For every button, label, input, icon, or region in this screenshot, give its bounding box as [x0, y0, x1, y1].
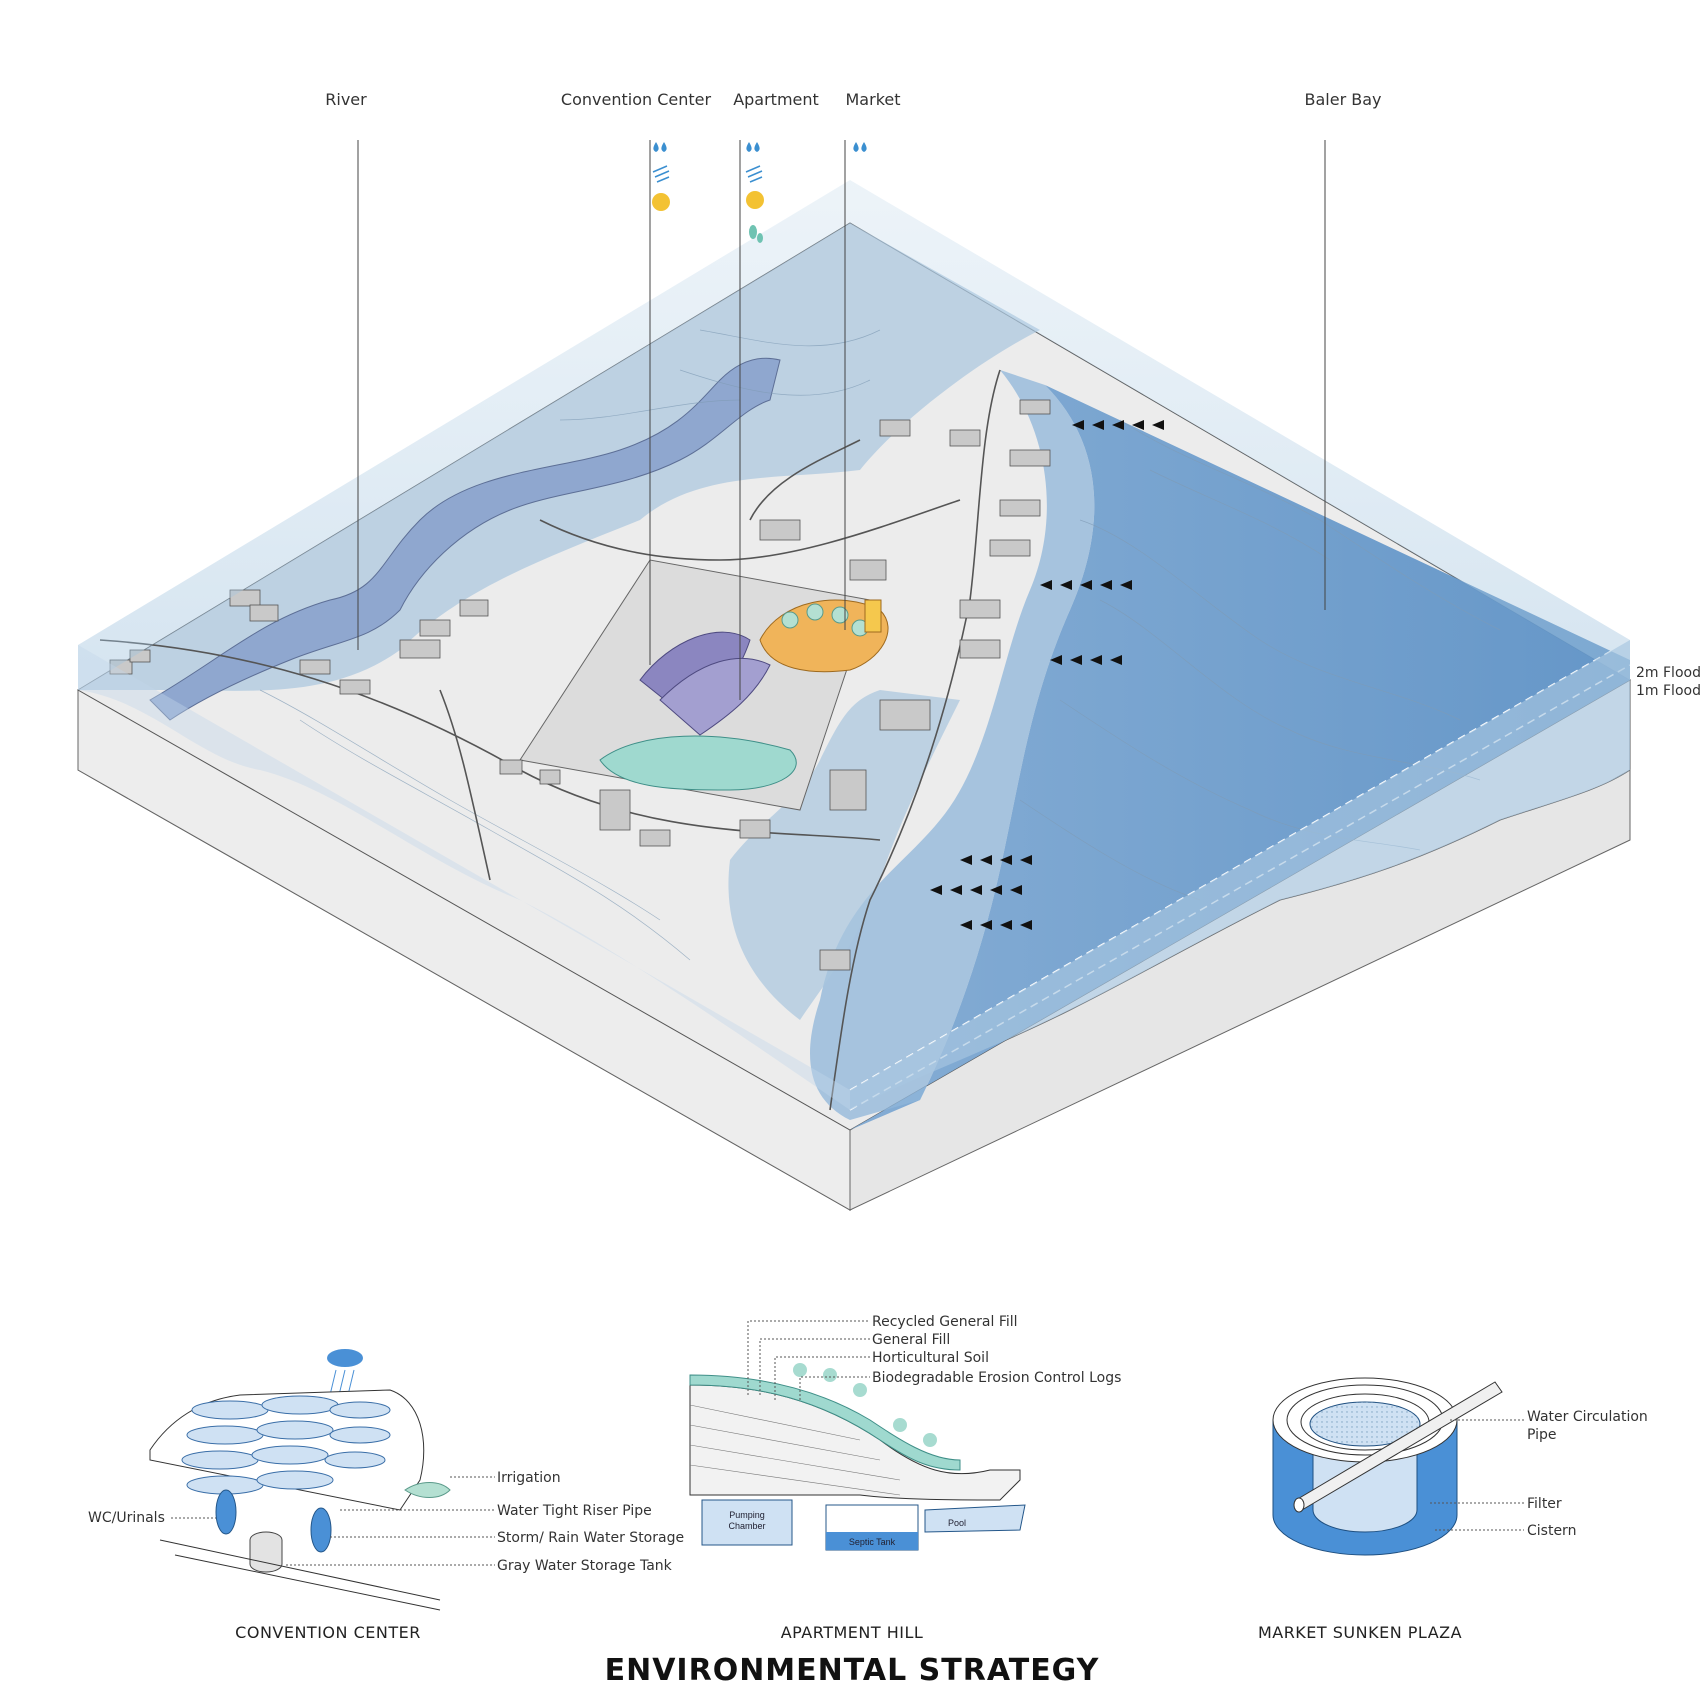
- cloud-icon: [327, 1349, 363, 1367]
- pool: [924, 1504, 1026, 1533]
- strategy-icons: [652, 142, 867, 243]
- top-labels: River Convention Center Apartment Market…: [325, 90, 1381, 700]
- baler-bay-water: [850, 385, 1630, 1130]
- callout-riser-pipe: Water Tight Riser Pipe: [497, 1503, 652, 1519]
- caption-market-sunken-plaza: MARKET SUNKEN PLAZA: [1258, 1623, 1462, 1642]
- hill-section: [689, 1384, 1021, 1501]
- callout-storm-water: Storm/ Rain Water Storage: [497, 1530, 684, 1546]
- flood-overlay-upper: [78, 223, 1040, 691]
- caption-apartment-hill: APARTMENT HILL: [781, 1623, 924, 1642]
- callout-water-circulation-2: Pipe: [1527, 1427, 1557, 1443]
- flood-overlay-lower: [728, 690, 960, 1020]
- buildings: [109, 399, 1051, 971]
- label-market: Market: [846, 90, 901, 109]
- site-block: [77, 180, 1631, 1211]
- palm-trees: [793, 1363, 937, 1447]
- label-1m-flood: 1m Flood: [1636, 683, 1700, 699]
- callout-general-fill: General Fill: [872, 1332, 950, 1348]
- convention-center-building: [599, 631, 797, 791]
- flood-volume-left: [78, 645, 850, 1110]
- callout-water-circulation-1: Water Circulation: [1527, 1409, 1648, 1425]
- rain-drops-icon: [653, 142, 667, 152]
- river: [149, 357, 781, 721]
- callout-wc-urinals: WC/Urinals: [88, 1510, 165, 1526]
- label-apartment: Apartment: [733, 90, 819, 109]
- wind-icon: [745, 165, 763, 183]
- riser-pipe-right: [310, 1507, 332, 1553]
- label-2m-flood: 2m Flood: [1636, 665, 1700, 681]
- sun-icon: [652, 193, 670, 211]
- wind-icon: [652, 165, 670, 183]
- apartment-building: [759, 599, 889, 673]
- sun-icon: [746, 191, 764, 209]
- tree-icon: [749, 225, 763, 243]
- callout-irrigation: Irrigation: [497, 1470, 561, 1486]
- callout-recycled-fill: Recycled General Fill: [872, 1314, 1018, 1330]
- flood-volume-right: [850, 640, 1630, 1110]
- label-river: River: [325, 90, 367, 109]
- shallow-flood-zone: [810, 370, 1095, 1120]
- apartment-hill-detail: Pumping Chamber Septic Tank Pool Recycle…: [689, 1314, 1121, 1642]
- rain-lines: [329, 1369, 355, 1396]
- rain-drops-icon: [853, 142, 867, 152]
- label-convention-center: Convention Center: [561, 90, 712, 109]
- convention-center-detail: Irrigation WC/Urinals Water Tight Riser …: [88, 1349, 684, 1642]
- callout-cistern: Cistern: [1527, 1523, 1576, 1539]
- soil-layers: [689, 1404, 901, 1496]
- caption-convention-center: CONVENTION CENTER: [235, 1623, 421, 1642]
- hill-green-terraces: [689, 1374, 961, 1471]
- page-title: ENVIRONMENTAL STRATEGY: [605, 1653, 1100, 1688]
- market-sunken-plaza-detail: Water Circulation Pipe Filter Cistern MA…: [1258, 1377, 1648, 1642]
- riser-pipe-left: [215, 1489, 237, 1535]
- label-baler-bay: Baler Bay: [1305, 90, 1382, 109]
- pumping-label-2: Chamber: [728, 1521, 765, 1531]
- roof-panels: [181, 1395, 391, 1495]
- septic-label: Septic Tank: [849, 1537, 896, 1547]
- rain-drops-icon: [746, 142, 760, 152]
- callout-filter: Filter: [1527, 1496, 1562, 1512]
- flood-arrows: [930, 420, 1164, 930]
- pool-label: Pool: [948, 1518, 966, 1528]
- callout-erosion-logs: Biodegradable Erosion Control Logs: [872, 1370, 1121, 1386]
- pumping-label-1: Pumping: [729, 1510, 765, 1520]
- callout-horticultural-soil: Horticultural Soil: [872, 1350, 989, 1366]
- callout-gray-water: Gray Water Storage Tank: [497, 1558, 673, 1574]
- pumping-chamber-tank: [701, 1499, 793, 1546]
- irrigation-planter: [404, 1482, 451, 1498]
- gray-water-tank: [249, 1531, 283, 1573]
